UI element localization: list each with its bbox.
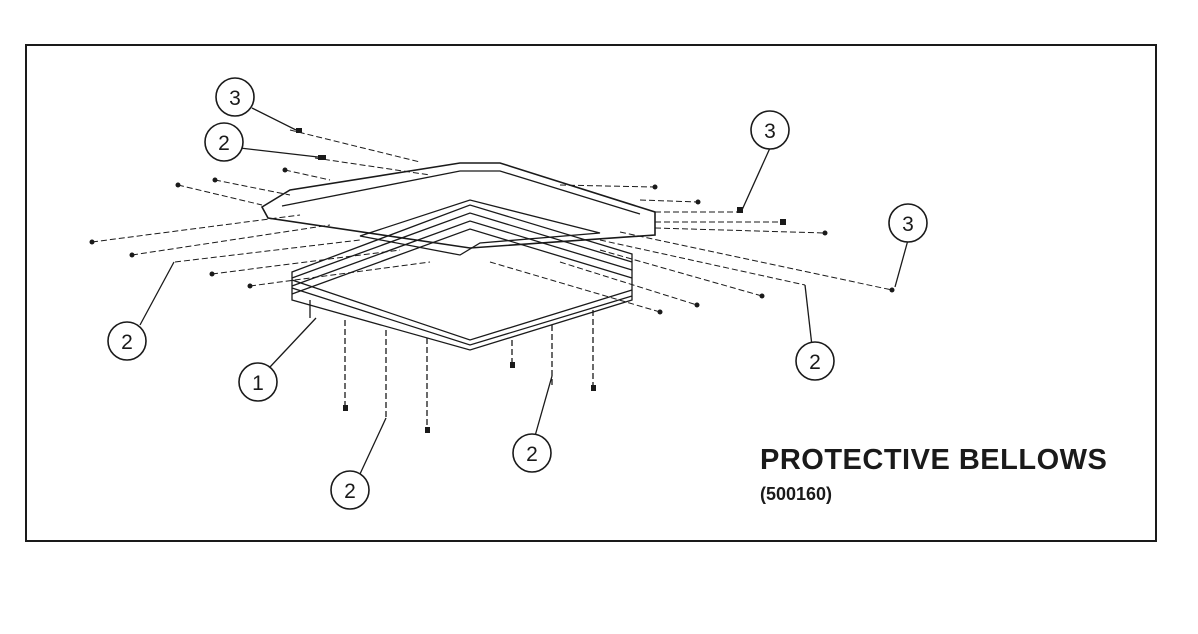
leader-lines xyxy=(139,107,909,475)
callout-bubble: 2 xyxy=(107,321,147,361)
callout-label: 2 xyxy=(526,443,538,466)
callouts: 3 2 3 3 2 1 2 2 xyxy=(107,77,928,510)
callout-bubble: 2 xyxy=(512,433,552,473)
callout-bubble: 2 xyxy=(204,122,244,162)
callout-label: 1 xyxy=(252,372,264,395)
callout-label: 2 xyxy=(344,480,356,503)
callout-bubble: 2 xyxy=(795,341,835,381)
part-number: (500160) xyxy=(760,484,833,504)
screw-lines xyxy=(91,129,893,313)
callout-bubble: 3 xyxy=(888,203,928,243)
callout-label: 2 xyxy=(218,132,230,155)
callout-label: 2 xyxy=(121,331,133,354)
callout-label: 3 xyxy=(764,120,776,143)
screw-heads xyxy=(89,128,895,433)
callout-bubble: 2 xyxy=(330,470,370,510)
callout-label: 3 xyxy=(229,87,241,110)
drawing-border xyxy=(25,44,1157,542)
callout-label: 3 xyxy=(902,213,914,236)
callout-label: 2 xyxy=(809,351,821,374)
callout-bubble: 1 xyxy=(238,362,278,402)
bellows-assembly xyxy=(260,162,656,430)
diagram-title: PROTECTIVE BELLOWS xyxy=(760,444,1108,476)
callout-bubble: 3 xyxy=(215,77,255,117)
callout-bubble: 3 xyxy=(750,110,790,150)
